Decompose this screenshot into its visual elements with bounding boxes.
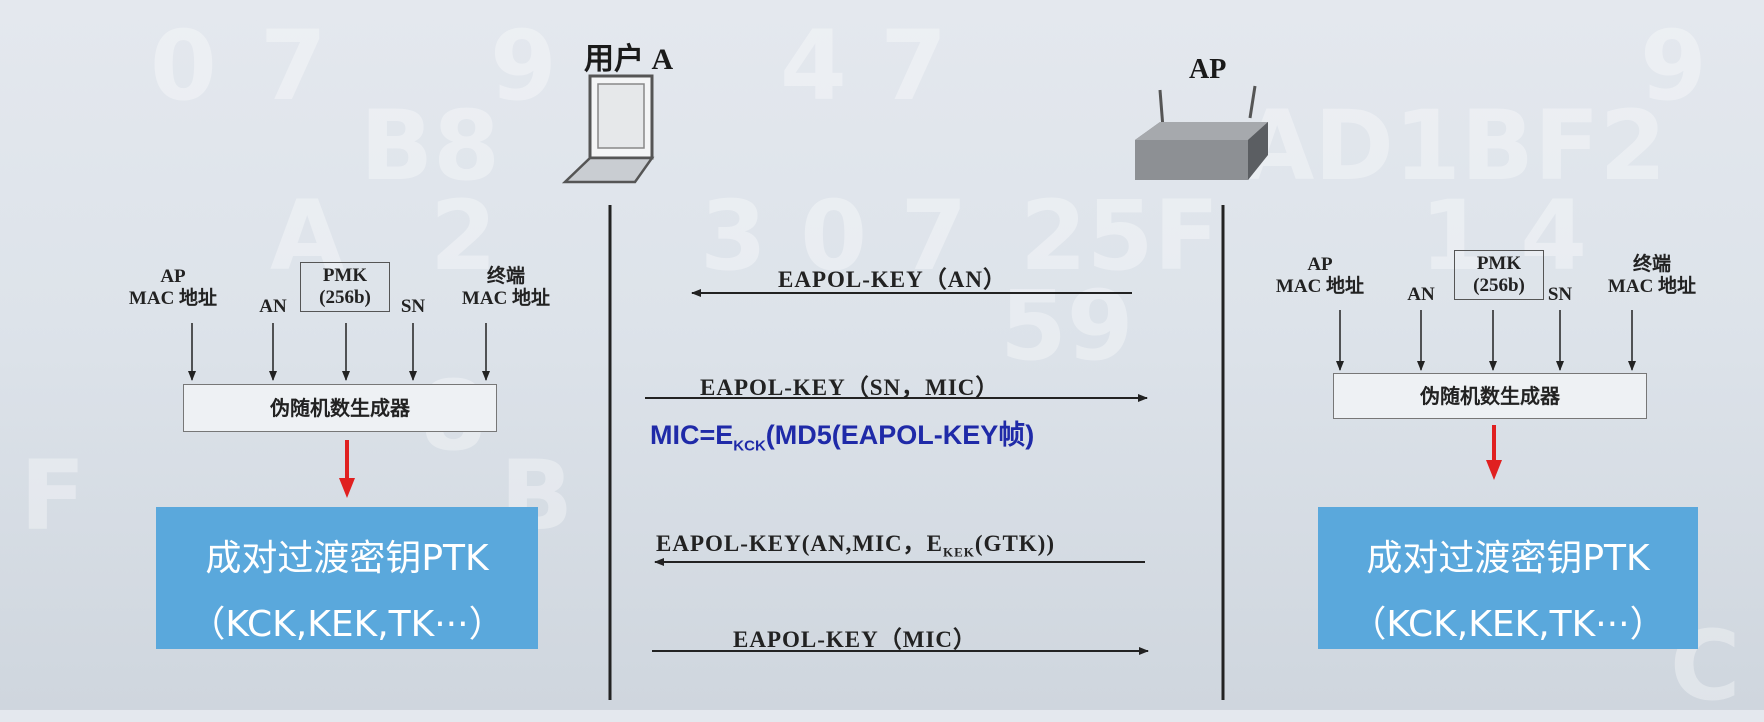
left-prng-box: 伪随机数生成器 [183, 384, 497, 432]
ap-label: AP [1189, 54, 1227, 85]
right-input-arrows [1336, 310, 1636, 371]
user-label: 用户 A [584, 43, 674, 76]
left-input-sn: SN [400, 296, 426, 317]
right-ptk-box: 成对过渡密钥PTK （KCK,KEK,TK···） [1318, 507, 1698, 649]
left-ptk-box: 成对过渡密钥PTK （KCK,KEK,TK···） [156, 507, 538, 649]
right-input-an: AN [1407, 284, 1435, 305]
router-icon [1135, 85, 1268, 180]
right-input-sn: SN [1547, 284, 1573, 305]
msg-text-2: EAPOL-KEY（SN，MIC） [700, 375, 1000, 400]
laptop-icon [561, 74, 655, 184]
left-input-pmk: PMK(256b) [300, 262, 390, 312]
left-input-arrows [188, 323, 490, 381]
mic-formula: MIC=EKCK(MD5(EAPOL-KEY帧) [650, 420, 1035, 455]
right-prng-box: 伪随机数生成器 [1333, 373, 1647, 419]
right-ptk-title: 成对过渡密钥PTK [1366, 538, 1650, 579]
left-input-an: AN [259, 296, 287, 317]
right-input-pmk: PMK(256b) [1454, 250, 1544, 300]
left-ptk-title: 成对过渡密钥PTK [205, 538, 489, 579]
right-ptk-sub: （KCK,KEK,TK···） [1350, 604, 1666, 645]
left-ptk-sub: （KCK,KEK,TK···） [189, 604, 505, 645]
msg-text-3: EAPOL-KEY(AN,MIC，EKEK(GTK)) [656, 531, 1055, 560]
msg-text-4: EAPOL-KEY（MIC） [733, 627, 977, 652]
msg-text-1: EAPOL-KEY（AN） [778, 267, 1007, 292]
